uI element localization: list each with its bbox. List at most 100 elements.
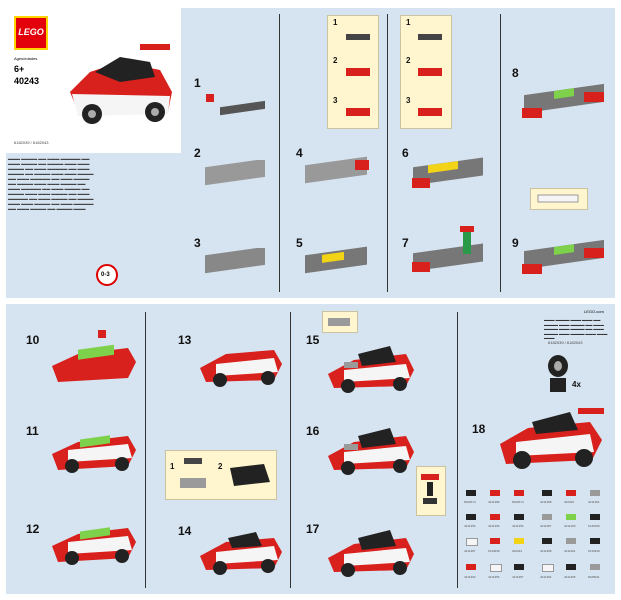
part-swatch bbox=[490, 564, 502, 572]
step-number: 5 bbox=[296, 236, 303, 250]
divider bbox=[145, 312, 146, 588]
step-number: 8 bbox=[512, 66, 519, 80]
divider bbox=[457, 312, 458, 588]
step-number: 3 bbox=[194, 236, 201, 250]
part-swatch bbox=[466, 490, 476, 496]
part-swatch bbox=[514, 514, 524, 520]
sub-step-number: 3 bbox=[406, 96, 411, 105]
part-id: 4211400 bbox=[564, 524, 576, 528]
car-build-image bbox=[328, 428, 414, 475]
sub-step-number: 1 bbox=[406, 18, 411, 27]
part-id: 6092674 bbox=[464, 500, 476, 504]
parts-inventory: 6092674 4211389 6092674 4211398 302326 4… bbox=[462, 486, 612, 590]
chassis-image bbox=[522, 83, 604, 118]
part-id: 4211395 bbox=[564, 575, 576, 579]
brand-text: LEGO bbox=[18, 27, 44, 37]
step-number: 12 bbox=[26, 522, 40, 536]
part-swatch bbox=[542, 490, 552, 496]
wheel-image bbox=[548, 355, 568, 392]
part-id: 4211398 bbox=[540, 549, 552, 553]
chassis-image bbox=[205, 248, 265, 274]
sub-step-number: 2 bbox=[406, 56, 411, 65]
quantity-multiplier: 4x bbox=[572, 380, 581, 389]
part-id: 302326 bbox=[564, 500, 575, 504]
part-swatch bbox=[490, 490, 500, 496]
step-number: 7 bbox=[402, 236, 409, 250]
part-id: 4211387 bbox=[540, 524, 552, 528]
part-swatch bbox=[514, 490, 524, 496]
age: 6+ bbox=[14, 64, 25, 74]
part-swatch bbox=[542, 538, 552, 544]
divider bbox=[387, 14, 388, 292]
plate-part-image bbox=[328, 318, 350, 326]
part-swatch bbox=[590, 564, 600, 570]
legal-codes: 6182039 / 6182043 bbox=[548, 340, 583, 345]
part-id: 4211387 bbox=[464, 549, 476, 553]
callout-parts-image bbox=[346, 34, 370, 116]
lego-logo: LEGO bbox=[14, 16, 48, 50]
race-car-image bbox=[70, 44, 172, 124]
step-number: 9 bbox=[512, 236, 519, 250]
part-swatch bbox=[542, 564, 554, 572]
part-id: 4211394 bbox=[588, 500, 600, 504]
part-id: 4211398 bbox=[540, 500, 552, 504]
part-id: 4211356 bbox=[512, 524, 524, 528]
part-id: 6133939 bbox=[488, 549, 500, 553]
car-build-image bbox=[200, 532, 282, 575]
plate-image bbox=[206, 94, 265, 116]
part-swatch bbox=[590, 514, 600, 520]
step-number: 18 bbox=[472, 422, 486, 436]
part-swatch bbox=[566, 490, 576, 496]
part-swatch bbox=[590, 490, 600, 496]
car-build-image bbox=[328, 530, 414, 577]
no-small-parts-icon: 0-3 bbox=[96, 264, 118, 286]
part-id: 4211393 bbox=[464, 575, 476, 579]
lego-url[interactable]: LEGO.com bbox=[584, 309, 604, 314]
callout-parts-image bbox=[180, 458, 270, 488]
part-id: 4211395 bbox=[488, 524, 500, 528]
chassis-image bbox=[305, 246, 367, 274]
part-swatch bbox=[566, 564, 576, 570]
car-build-image bbox=[328, 346, 414, 393]
sub-step-number: 2 bbox=[333, 56, 338, 65]
callout-parts-image bbox=[418, 34, 442, 116]
step-number: 2 bbox=[194, 146, 201, 160]
step-number: 16 bbox=[306, 424, 320, 438]
part-id: 4211394 bbox=[540, 575, 552, 579]
finished-car-image bbox=[500, 408, 604, 469]
part-swatch bbox=[490, 514, 500, 520]
legal-text: ▬▬▬ ▬▬▬▬ ▬▬▬ ▬▬▬ ▬▬ ▬▬▬▬ ▬▬▬ ▬▬▬▬ ▬▬ ▬▬▬… bbox=[544, 318, 608, 340]
part-swatch bbox=[466, 564, 476, 570]
part-id: 6028041 bbox=[588, 575, 600, 579]
part-id: 4211356 bbox=[464, 524, 476, 528]
chassis-image bbox=[305, 156, 369, 184]
chassis-image bbox=[522, 239, 604, 274]
step-number: 13 bbox=[178, 333, 192, 347]
part-swatch bbox=[514, 564, 524, 570]
part-id: 6092674 bbox=[512, 500, 524, 504]
step-number: 14 bbox=[178, 524, 192, 538]
part-swatch bbox=[566, 514, 576, 520]
part-swatch bbox=[466, 514, 476, 520]
part-swatch bbox=[566, 538, 576, 544]
age-label: Ages/edades bbox=[14, 56, 38, 61]
sub-step-number: 2 bbox=[218, 462, 223, 471]
step-number: 6 bbox=[402, 146, 409, 160]
part-id: 6133939 bbox=[588, 549, 600, 553]
car-build-image bbox=[52, 435, 136, 473]
step-number: 11 bbox=[26, 424, 39, 438]
part-swatch bbox=[490, 538, 500, 544]
part-swatch bbox=[514, 538, 524, 544]
warning-text-block: ▬▬▬ ▬▬▬▬ ▬▬ ▬▬▬ ▬▬▬▬▬ ▬▬ ▬▬▬ ▬▬▬▬ ▬▬ ▬▬▬… bbox=[8, 156, 94, 211]
chassis-image bbox=[412, 157, 483, 188]
step-number: 4 bbox=[296, 146, 303, 160]
part-id: 4211401 bbox=[564, 549, 576, 553]
car-build-image bbox=[52, 330, 136, 382]
part-id: 302324 bbox=[512, 549, 523, 553]
chassis-image bbox=[205, 160, 265, 186]
sub-step-number: 1 bbox=[333, 18, 338, 27]
spoiler-parts-image bbox=[421, 474, 439, 504]
part-swatch bbox=[590, 538, 600, 544]
step-number: 17 bbox=[306, 522, 320, 536]
